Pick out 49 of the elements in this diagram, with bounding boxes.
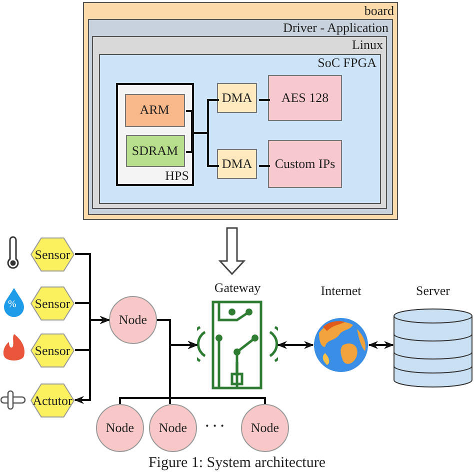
box-label: Node	[118, 312, 148, 328]
box-label: Actutor	[32, 392, 72, 408]
node-circle	[96, 404, 144, 452]
box-label: Custom IPs	[274, 156, 336, 172]
hps-box	[116, 83, 194, 186]
layer-title: Linux	[350, 37, 384, 53]
ellipsis-dots: · · ·	[205, 418, 225, 434]
connector	[259, 99, 270, 101]
box-label: ARM	[140, 102, 170, 118]
connector	[277, 341, 314, 349]
box-label: Internet	[320, 283, 362, 299]
block-box	[268, 140, 342, 188]
block-box	[268, 75, 342, 121]
block-box	[124, 94, 184, 126]
connector	[368, 341, 394, 349]
connector	[75, 316, 110, 351]
box-label: Gateway	[214, 280, 261, 296]
node-circle	[149, 404, 197, 452]
box-label: Node	[158, 420, 188, 436]
box-label: Sensor	[34, 246, 70, 262]
figure-caption: Figure 1: System architecture	[147, 455, 327, 472]
box-label: Server	[416, 283, 450, 299]
percent-sign: %	[8, 299, 16, 310]
layer-title: Driver - Application	[282, 20, 390, 36]
node-circle	[109, 296, 157, 344]
box-label: Sensor	[34, 296, 70, 312]
connector	[169, 341, 266, 404]
box-label: Node	[106, 420, 134, 436]
hollow-arrow	[218, 227, 246, 276]
block-box	[217, 149, 257, 179]
box-label: DMA	[222, 90, 252, 106]
box-label: SDRAM	[132, 142, 178, 158]
node-circle	[241, 404, 289, 452]
layer-title: board	[363, 3, 395, 19]
connector	[259, 165, 270, 167]
box-label: Sensor	[34, 342, 70, 358]
server-node	[392, 283, 474, 388]
layer-title: SoC FPGA	[316, 54, 378, 70]
layer-title: HPS	[164, 168, 190, 184]
device-hexagon	[30, 237, 75, 272]
layer-box	[98, 54, 380, 204]
device-hexagon	[30, 383, 75, 418]
box-label: Node	[250, 420, 280, 436]
block-box	[126, 134, 184, 166]
box-label: AES 128	[281, 90, 329, 106]
box-label: DMA	[222, 156, 252, 172]
device-hexagon	[30, 286, 75, 321]
device-hexagon	[30, 333, 75, 368]
block-box	[217, 83, 257, 113]
